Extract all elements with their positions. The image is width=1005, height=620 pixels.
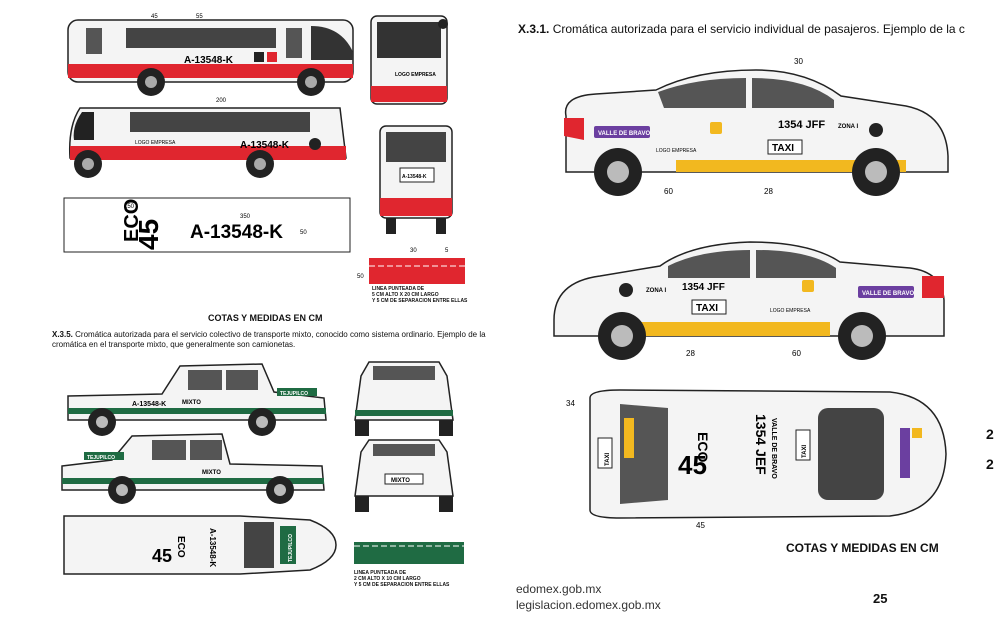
section-mixto-number: X.3.5. bbox=[52, 330, 73, 339]
pickup-top-brand: TEJUPILCO bbox=[288, 534, 294, 562]
taxi2-zone: ZONA I bbox=[646, 288, 666, 294]
bus-rear-logo: LOGO EMPRESA bbox=[395, 72, 436, 78]
taxi1-dim-28: 28 bbox=[764, 187, 773, 196]
taxi2-logo: LOGO EMPRESA bbox=[770, 308, 811, 314]
taxi-top-view: TAXI ECO 45 1354 JEF VALLE DE BRAVO TAXI… bbox=[560, 378, 960, 530]
taxi-side-view-1: VALLE DE BRAVO 1354 JFF ZONA I TAXI LOGO… bbox=[536, 56, 966, 202]
roof-dim-50: 50 bbox=[300, 230, 307, 236]
pickup-rear-view bbox=[345, 356, 465, 440]
pickup-front-mixto: MIXTO bbox=[391, 478, 410, 484]
taxi-side-view-2: ZONA I 1354 JFF TAXI VALLE DE BRAVO LOGO… bbox=[540, 220, 966, 366]
taxi-top-rear-taxi: TAXI bbox=[605, 452, 611, 466]
bus-stripe-note: LINEA PUNTEADA DE 5 CM ALTO X 20 CM LARG… bbox=[372, 286, 468, 304]
edge-digit-1: 2 bbox=[986, 426, 994, 442]
taxi1-dim-30: 30 bbox=[794, 57, 803, 66]
section-mixto-heading: X.3.5. Cromática autorizada para el serv… bbox=[52, 330, 502, 350]
pickup-top-view: TEJUPILCO ECO 45 A-13548-K bbox=[60, 510, 342, 580]
section-taxi-text: Cromática autorizada para el servicio in… bbox=[552, 22, 965, 36]
pickup-side-view-1: A-13548-K MIXTO TEJUPILCO bbox=[62, 356, 332, 440]
roof-plate: A-13548-K bbox=[190, 222, 283, 243]
pickup2-brand: TEJUPILCO bbox=[87, 455, 115, 461]
section-mixto-text-2: cromática en el transporte mixto, que ge… bbox=[52, 340, 296, 349]
pickup-stripe-note: LINEA PUNTEADA DE 2 CM ALTO X 10 CM LARG… bbox=[354, 570, 450, 588]
taxi-top-region: VALLE DE BRAVO bbox=[770, 418, 777, 479]
pickup1-mixto: MIXTO bbox=[182, 400, 201, 406]
taxi1-taxi-label: TAXI bbox=[772, 143, 794, 154]
page-number: 25 bbox=[873, 591, 888, 606]
bus-stripe-detail: 30 5 50 bbox=[355, 242, 467, 310]
bus2-logo: LOGO EMPRESA bbox=[135, 140, 176, 146]
bus-dim-200: 200 bbox=[216, 98, 227, 104]
footer-url-2[interactable]: legislacion.edomex.gob.mx bbox=[516, 598, 661, 612]
bus2-plate-text: A-13548-K bbox=[240, 140, 290, 151]
section-taxi-heading: X.3.1. Cromática autorizada para el serv… bbox=[518, 22, 998, 36]
bus-side-view-2: A-13548-K LOGO EMPRESA bbox=[50, 96, 362, 188]
taxi-top-eco-label: ECO bbox=[695, 432, 711, 462]
pickup1-brand: TEJUPILCO bbox=[280, 391, 308, 397]
roof-dim-150: 150 bbox=[124, 204, 135, 210]
pickup-front-view: MIXTO bbox=[345, 436, 465, 518]
bus-side-view-1: A-13548-K 45 55 200 bbox=[56, 12, 366, 104]
taxi-top-plate: 1354 JEF bbox=[753, 414, 769, 475]
stripe-dim-50: 50 bbox=[357, 274, 364, 280]
pickup-top-eco-label: ECO bbox=[175, 536, 186, 558]
taxi1-plate: 1354 JFF bbox=[778, 119, 825, 131]
pickup-stripe-detail bbox=[342, 532, 467, 578]
bus-roof-panel: 150 ECO 45 350 A-13548-K 50 bbox=[62, 196, 352, 254]
pickup-top-eco-number: 45 bbox=[152, 546, 172, 566]
roof-dim-350: 350 bbox=[240, 214, 251, 220]
edge-digit-2: 2 bbox=[986, 456, 994, 472]
roof-eco-number: 45 bbox=[133, 219, 164, 250]
taxi1-logo: LOGO EMPRESA bbox=[656, 148, 697, 154]
taxi-top-dim-34: 34 bbox=[566, 399, 575, 408]
taxi2-dim-28: 28 bbox=[686, 349, 695, 358]
bus-caption: COTAS Y MEDIDAS EN CM bbox=[208, 313, 323, 323]
taxi-caption: COTAS Y MEDIDAS EN CM bbox=[786, 541, 939, 555]
stripe-dim-30: 30 bbox=[410, 248, 417, 254]
taxi2-taxi-label: TAXI bbox=[696, 303, 718, 314]
taxi-top-front-taxi: TAXI bbox=[802, 444, 808, 458]
taxi-top-dim-45: 45 bbox=[696, 521, 705, 530]
roof-eco-label: ECO bbox=[121, 199, 143, 242]
pickup2-mixto: MIXTO bbox=[202, 470, 221, 476]
section-mixto-text-1: Cromática autorizada para el servicio co… bbox=[75, 330, 486, 339]
bus-front-plate: A-13548-K bbox=[402, 174, 427, 180]
section-taxi-number: X.3.1. bbox=[518, 22, 550, 36]
bus-plate-text: A-13548-K bbox=[184, 55, 234, 66]
pickup-side-view-2: TEJUPILCO MIXTO bbox=[52, 428, 332, 508]
taxi2-dim-60: 60 bbox=[792, 349, 801, 358]
bus-front-view: A-13548-K bbox=[372, 120, 467, 240]
stripe-dim-5: 5 bbox=[445, 248, 449, 254]
pickup1-plate: A-13548-K bbox=[132, 401, 166, 408]
bus-dim-45: 45 bbox=[151, 14, 158, 20]
bus-dim-55: 55 bbox=[196, 14, 203, 20]
taxi2-plate: 1354 JFF bbox=[682, 282, 725, 293]
taxi-top-eco-number: 45 bbox=[678, 450, 707, 480]
taxi2-region: VALLE DE BRAVO bbox=[862, 291, 914, 297]
footer-url-1[interactable]: edomex.gob.mx bbox=[516, 582, 602, 596]
pickup-top-plate: A-13548-K bbox=[208, 528, 217, 567]
taxi1-dim-60: 60 bbox=[664, 187, 673, 196]
taxi1-region: VALLE DE BRAVO bbox=[598, 131, 650, 137]
taxi1-zone: ZONA I bbox=[838, 124, 858, 130]
bus-rear-view: LOGO EMPRESA bbox=[365, 12, 460, 112]
